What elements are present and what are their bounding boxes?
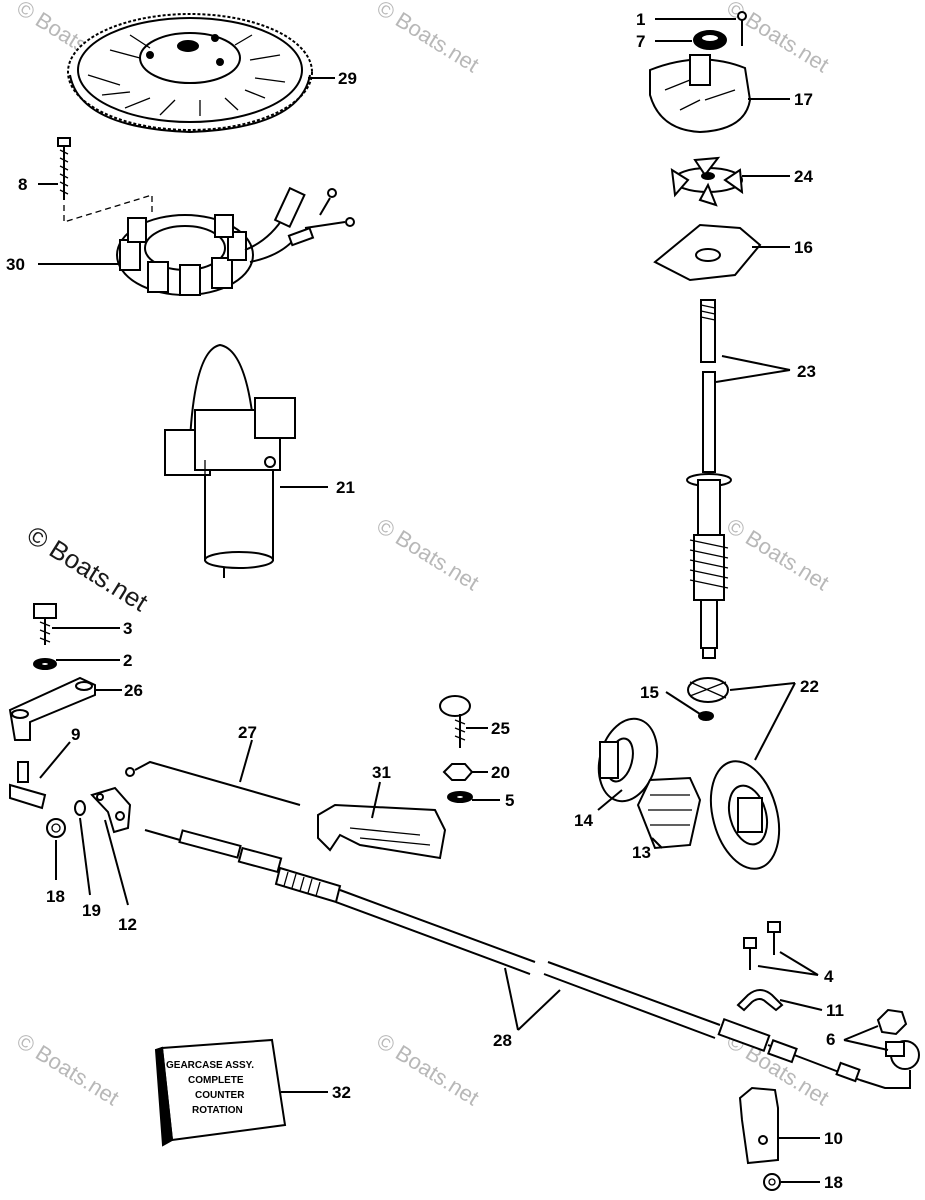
- part-pump-housing: [649, 54, 752, 134]
- callout-19: 19: [82, 901, 101, 920]
- callout-21: 21: [336, 478, 355, 497]
- callout-23: 23: [797, 362, 816, 381]
- callout-24: 24: [794, 167, 813, 186]
- callout-13: 13: [632, 843, 651, 862]
- callout-1: 1: [636, 10, 645, 29]
- gearcase-box-line-1: GEARCASE ASSY.: [166, 1060, 254, 1071]
- part-washer-19: [74, 800, 86, 816]
- gearcase-box-line-4: ROTATION: [192, 1105, 243, 1116]
- part-bolt-8: [57, 137, 153, 223]
- part-link-9: [9, 761, 47, 810]
- part-lever-26: [8, 676, 96, 741]
- gearcase-box-line-2: COMPLETE: [188, 1075, 244, 1086]
- callout-2: 2: [123, 651, 132, 670]
- callout-16: 16: [794, 238, 813, 257]
- part-seal-7: [693, 30, 727, 50]
- part-gear-15: [687, 677, 729, 721]
- part-nut-20: [442, 763, 474, 781]
- part-screws-4: [743, 921, 781, 970]
- part-washer-5: [447, 791, 473, 803]
- watermark: © Boats.net: [372, 1028, 483, 1110]
- callout-18a: 18: [46, 887, 65, 906]
- callout-10: 10: [824, 1129, 843, 1148]
- watermark: © Boats.net: [722, 513, 833, 595]
- part-clutch-13: [636, 776, 702, 850]
- part-stator: [116, 186, 355, 296]
- part-driveshaft: [686, 299, 732, 659]
- callout-8: 8: [18, 175, 27, 194]
- watermark: © Boats.net: [12, 1028, 123, 1110]
- callout-18b: 18: [824, 1173, 843, 1192]
- callout-32: 32: [332, 1083, 351, 1102]
- part-starter-motor: [164, 343, 296, 578]
- callout-20: 20: [491, 763, 510, 782]
- part-screw-1: [737, 11, 747, 46]
- callout-7: 7: [636, 32, 645, 51]
- gearcase-box: GEARCASE ASSY. COMPLETE COUNTER ROTATION: [154, 1038, 287, 1147]
- watermark-large: © Boats.net: [22, 520, 154, 618]
- callout-30: 30: [6, 255, 25, 274]
- watermark: © Boats.net: [372, 513, 483, 595]
- callout-12: 12: [118, 915, 137, 934]
- callout-26: 26: [124, 681, 143, 700]
- part-washer-2: [33, 658, 57, 670]
- part-flywheel: [67, 13, 313, 134]
- callout-31: 31: [372, 763, 391, 782]
- callout-3: 3: [123, 619, 132, 638]
- callout-4: 4: [824, 967, 834, 986]
- part-shift-31: [317, 803, 447, 860]
- part-impeller: [670, 156, 744, 207]
- part-plate: [653, 223, 762, 282]
- part-bracket-12: [90, 786, 132, 834]
- callout-11: 11: [826, 1001, 844, 1020]
- callout-29: 29: [338, 69, 357, 88]
- callout-22: 22: [800, 677, 819, 696]
- callout-28: 28: [493, 1031, 512, 1050]
- callout-14: 14: [574, 811, 593, 830]
- callout-17: 17: [794, 90, 813, 109]
- part-nut-18b: [763, 1173, 781, 1191]
- callout-6: 6: [826, 1030, 835, 1049]
- part-joint-6: [876, 1008, 920, 1070]
- callout-15: 15: [640, 683, 659, 702]
- part-gear-22: [709, 760, 781, 870]
- part-knob-25: [439, 695, 471, 748]
- callout-25: 25: [491, 719, 510, 738]
- part-bracket-10: [738, 1086, 779, 1165]
- part-cable-28: [144, 829, 911, 1089]
- part-nut-18a: [46, 818, 66, 838]
- callout-9: 9: [71, 725, 80, 744]
- part-rod-27: [125, 760, 301, 806]
- callout-5: 5: [505, 791, 514, 810]
- part-clamp-11: [736, 989, 784, 1012]
- callout-27: 27: [238, 723, 257, 742]
- part-gear-14: [597, 717, 659, 803]
- watermark: © Boats.net: [372, 0, 483, 77]
- part-bolt-3: [33, 603, 57, 645]
- gearcase-box-line-3: COUNTER: [195, 1090, 245, 1101]
